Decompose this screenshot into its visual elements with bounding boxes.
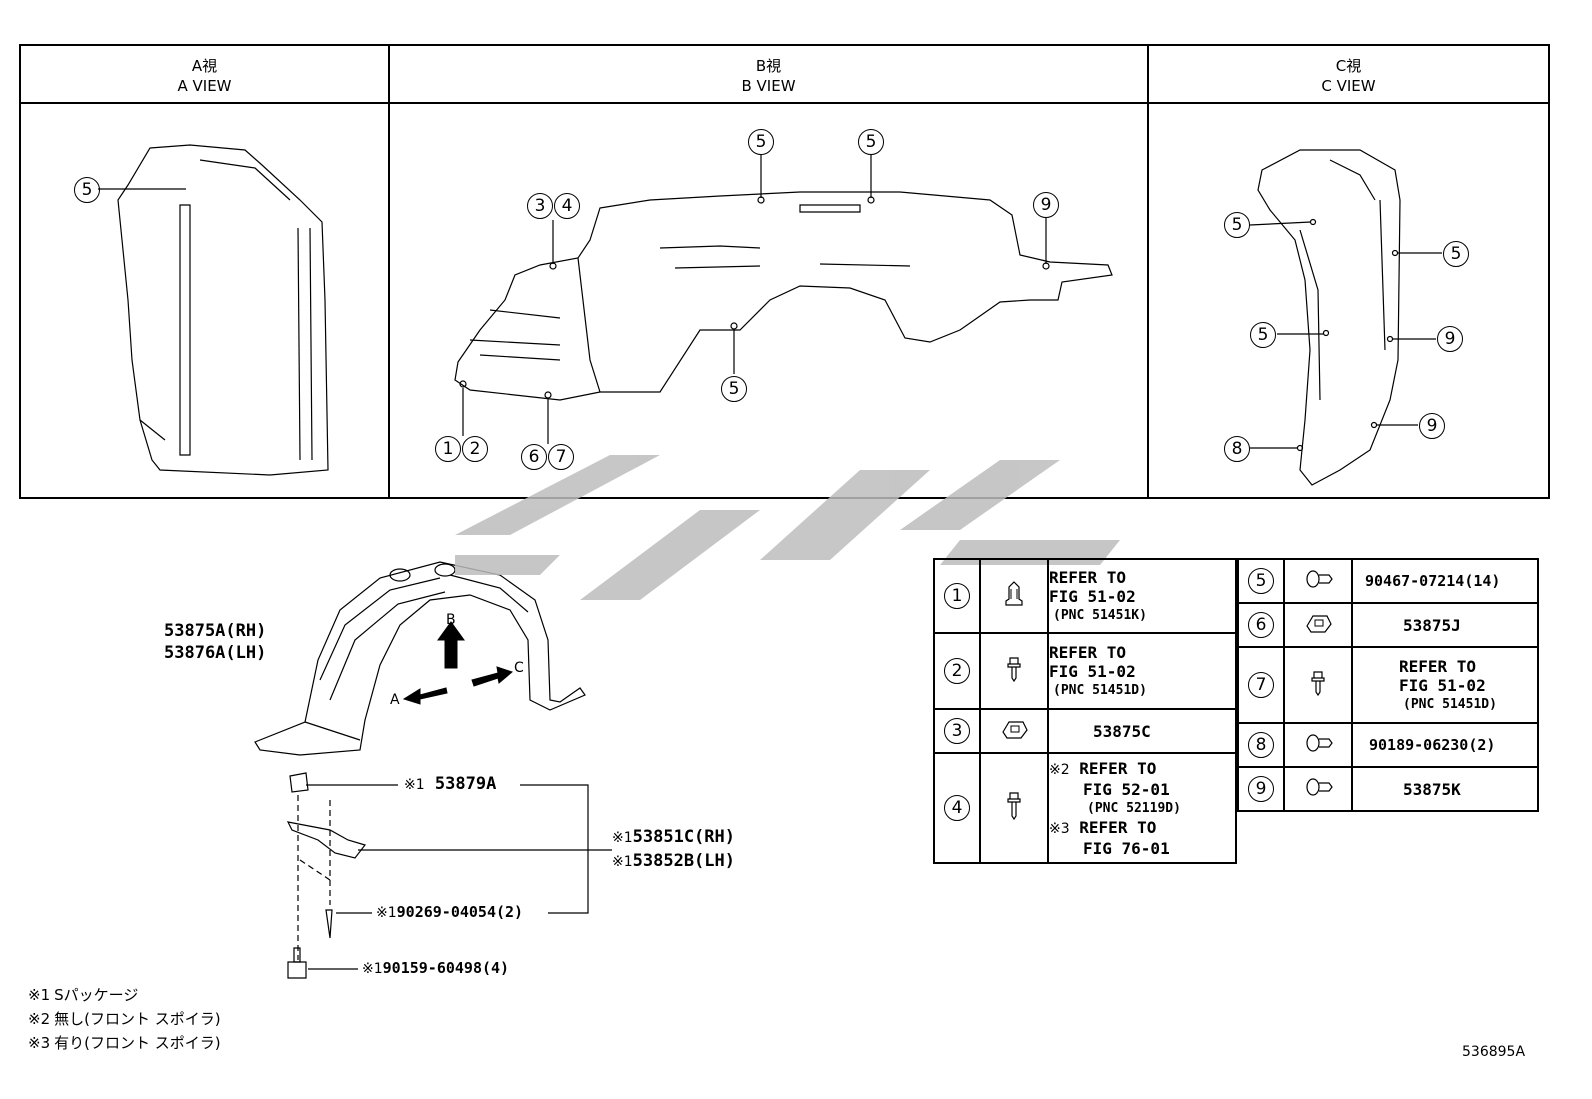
sub-part-53879a: ※1 53879A: [404, 774, 497, 794]
bracket-assembly-drawing: [286, 772, 367, 979]
callout-c-8: 8: [1224, 436, 1250, 462]
callout-c-5-right: 5: [1443, 241, 1469, 267]
callout-b-5-bottom: 5: [721, 376, 747, 402]
view-b-header: B視 B VIEW: [390, 46, 1147, 104]
arrow-label-b: B: [446, 612, 456, 628]
sub-part-53851c: ※153851C(RH): [612, 827, 735, 847]
view-a-title-jp: A視: [191, 57, 218, 75]
screw-icon: [1007, 792, 1021, 821]
sub-part-53852b: ※153852B(LH): [612, 851, 735, 871]
view-b-panel: B視 B VIEW: [390, 46, 1149, 497]
view-c-title-jp: C視: [1335, 57, 1362, 75]
clip-icon: [1306, 570, 1333, 588]
view-a-header: A視 A VIEW: [21, 46, 388, 104]
push-clip-icon: [1005, 581, 1023, 606]
view-a-panel: A視 A VIEW: [21, 46, 390, 497]
arrow-label-c: C: [514, 660, 524, 676]
view-c-title-en: C VIEW: [1321, 77, 1376, 95]
callout-b-5-top2: 5: [858, 129, 884, 155]
view-b-title-en: B VIEW: [741, 77, 796, 95]
direction-arrows: [402, 621, 514, 705]
a-view-liner-drawing: [117, 144, 329, 476]
ref-row-1: 1 REFER TO FIG 51-02 (PNC 51451K): [933, 558, 1237, 634]
ref-row-2: 2 REFER TO FIG 51-02 (PNC 51451D): [933, 632, 1237, 710]
clip-icon: [1306, 734, 1333, 752]
views-panel: A視 A VIEW B視 B VIEW C視 C VIEW: [19, 44, 1550, 499]
callout-c-5-mid: 5: [1250, 322, 1276, 348]
b-view-liner-drawing: [454, 191, 1113, 401]
part-label-lh: 53876A(LH): [164, 643, 267, 663]
screw-icon: [1007, 657, 1021, 683]
callout-c-5-top: 5: [1224, 212, 1250, 238]
fender-liner-main-drawing: [254, 561, 586, 756]
screw-icon: [1311, 671, 1325, 697]
diagram-id: 536895A: [1462, 1044, 1526, 1060]
ref-table-right: 5 90467-07214(14) 6 53875J 7 REFER TO FI…: [1237, 558, 1539, 812]
view-b-title-jp: B視: [755, 57, 782, 75]
sub-part-90269: ※190269-04054(2): [376, 903, 524, 921]
view-a-title-en: A VIEW: [177, 77, 232, 95]
ref-row-4: 4 ※2 REFER TO FIG 52-01 (PNC 52119D) ※3 …: [933, 752, 1237, 864]
part-label-rh: 53875A(RH): [164, 621, 267, 641]
ref-row-9: 9 53875K: [1237, 766, 1539, 812]
view-c-header: C視 C VIEW: [1149, 46, 1548, 104]
c-view-liner-drawing: [1257, 149, 1401, 486]
ref-row-5: 5 90467-07214(14): [1237, 558, 1539, 604]
ref-table-left: 1 REFER TO FIG 51-02 (PNC 51451K) 2 REFE…: [933, 558, 1237, 864]
ref-row-6: 6 53875J: [1237, 602, 1539, 648]
nut-clip-icon: [1002, 721, 1028, 739]
callout-c-9-b: 9: [1419, 413, 1445, 439]
ref-row-8: 8 90189-06230(2): [1237, 722, 1539, 768]
callout-b-5-top1: 5: [748, 129, 774, 155]
arrow-label-a: A: [390, 692, 400, 708]
callout-c-9-a: 9: [1437, 326, 1463, 352]
callout-a-5: 5: [74, 177, 100, 203]
ref-row-3: 3 53875C: [933, 708, 1237, 754]
nut-clip-icon: [1306, 615, 1332, 633]
sub-part-90159: ※190159-60498(4): [362, 959, 510, 977]
callout-b-9: 9: [1033, 192, 1059, 218]
ref-row-7: 7 REFER TO FIG 51-02 (PNC 51451D): [1237, 646, 1539, 724]
view-c-panel: C視 C VIEW: [1149, 46, 1548, 497]
clip-icon: [1306, 778, 1333, 796]
